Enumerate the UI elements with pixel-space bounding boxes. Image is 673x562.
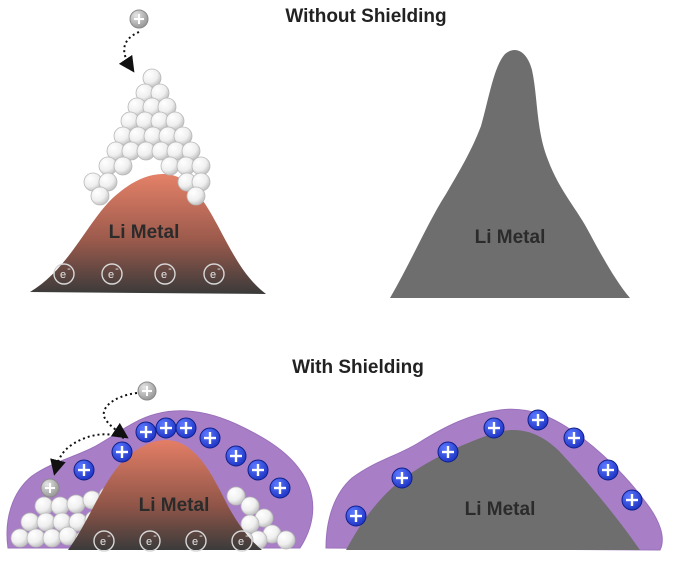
lithium-sphere bbox=[66, 494, 86, 514]
plus-circle-icon bbox=[621, 489, 643, 511]
lithium-sphere bbox=[226, 486, 246, 506]
lithium-ion-incoming bbox=[129, 9, 149, 29]
svg-text:-: - bbox=[67, 263, 71, 275]
electron-row: e-e-e-e- bbox=[93, 530, 253, 552]
plus-circle-icon bbox=[483, 417, 505, 439]
title-with-shielding: With Shielding bbox=[292, 357, 424, 378]
lithium-sphere bbox=[20, 512, 40, 532]
svg-text:-: - bbox=[245, 530, 249, 542]
svg-text:-: - bbox=[168, 263, 172, 275]
svg-text:-: - bbox=[153, 530, 157, 542]
lithium-sphere bbox=[50, 496, 70, 516]
lithium-sphere bbox=[34, 496, 54, 516]
plus-circle-icon bbox=[155, 417, 177, 439]
plus-circle-icon bbox=[135, 421, 157, 443]
lithium-sphere bbox=[160, 156, 180, 176]
lithium-sphere bbox=[276, 530, 296, 550]
electron-circle-icon: e- bbox=[93, 530, 115, 552]
plus-circle-icon bbox=[175, 417, 197, 439]
li-metal-label: Li Metal bbox=[475, 227, 546, 248]
lithium-sphere bbox=[36, 512, 56, 532]
svg-text:-: - bbox=[115, 263, 119, 275]
li-metal-mound bbox=[30, 174, 266, 294]
li-metal-mound bbox=[68, 439, 262, 550]
shield-cations bbox=[73, 417, 291, 499]
electron-circle-icon: e- bbox=[139, 530, 161, 552]
li-metal-dendrite bbox=[390, 49, 630, 298]
electron-circle-icon: e- bbox=[203, 263, 225, 285]
li-metal-label: Li Metal bbox=[139, 495, 210, 516]
svg-text:e: e bbox=[210, 269, 216, 281]
plus-circle-icon bbox=[391, 467, 413, 489]
plus-circle-icon bbox=[247, 459, 269, 481]
li-metal-mound bbox=[346, 430, 640, 550]
shield-cations bbox=[345, 409, 643, 527]
svg-text:-: - bbox=[217, 263, 221, 275]
electron-circle-icon: e- bbox=[185, 530, 207, 552]
lithium-dendrite-spheres bbox=[83, 68, 211, 206]
plus-circle-icon bbox=[111, 441, 133, 463]
plus-circle-icon bbox=[199, 427, 221, 449]
electron-circle-icon: e- bbox=[154, 263, 176, 285]
svg-text:-: - bbox=[199, 530, 203, 542]
plus-circle-icon bbox=[73, 459, 95, 481]
lithium-sphere bbox=[42, 528, 62, 548]
deflection-arrow bbox=[50, 433, 125, 476]
svg-text:e: e bbox=[100, 536, 106, 548]
plus-circle-icon bbox=[269, 477, 291, 499]
electron-circle-icon: e- bbox=[231, 530, 253, 552]
lithium-sphere bbox=[240, 496, 260, 516]
plus-circle-icon bbox=[563, 427, 585, 449]
deposition-arrow bbox=[118, 31, 140, 73]
lithium-sphere bbox=[90, 186, 110, 206]
svg-text:e: e bbox=[60, 269, 66, 281]
panel-bottom-right: Li Metal bbox=[325, 408, 663, 551]
plus-circle-icon bbox=[597, 459, 619, 481]
electron-circle-icon: e- bbox=[101, 263, 123, 285]
svg-text:-: - bbox=[107, 530, 111, 542]
title-without-shielding: Without Shielding bbox=[285, 6, 446, 27]
panel-top-left: Li Metal e-e-e-e- bbox=[30, 9, 266, 294]
plus-circle-icon bbox=[345, 505, 367, 527]
lithium-ion-incoming bbox=[137, 381, 157, 401]
svg-text:e: e bbox=[146, 536, 152, 548]
li-metal-label: Li Metal bbox=[465, 499, 536, 520]
svg-text:e: e bbox=[161, 269, 167, 281]
svg-text:e: e bbox=[108, 269, 114, 281]
li-metal-label: Li Metal bbox=[109, 222, 180, 243]
lithium-sphere bbox=[26, 528, 46, 548]
lithium-sphere bbox=[113, 156, 133, 176]
lithium-sphere bbox=[186, 186, 206, 206]
electron-row: e-e-e-e- bbox=[53, 263, 225, 285]
panel-top-right: Li Metal bbox=[390, 49, 630, 298]
lithium-sphere bbox=[240, 514, 260, 534]
panel-bottom-left: Li Metal e-e-e-e- bbox=[6, 381, 314, 552]
plus-circle-icon bbox=[437, 441, 459, 463]
plus-circle-icon bbox=[225, 445, 247, 467]
lithium-sphere bbox=[191, 156, 211, 176]
lithium-ion-deflected bbox=[40, 478, 60, 498]
plus-circle-icon bbox=[527, 409, 549, 431]
lithium-sphere bbox=[10, 528, 30, 548]
svg-text:e: e bbox=[238, 536, 244, 548]
svg-text:e: e bbox=[192, 536, 198, 548]
electron-circle-icon: e- bbox=[53, 263, 75, 285]
lithium-sphere bbox=[98, 172, 118, 192]
